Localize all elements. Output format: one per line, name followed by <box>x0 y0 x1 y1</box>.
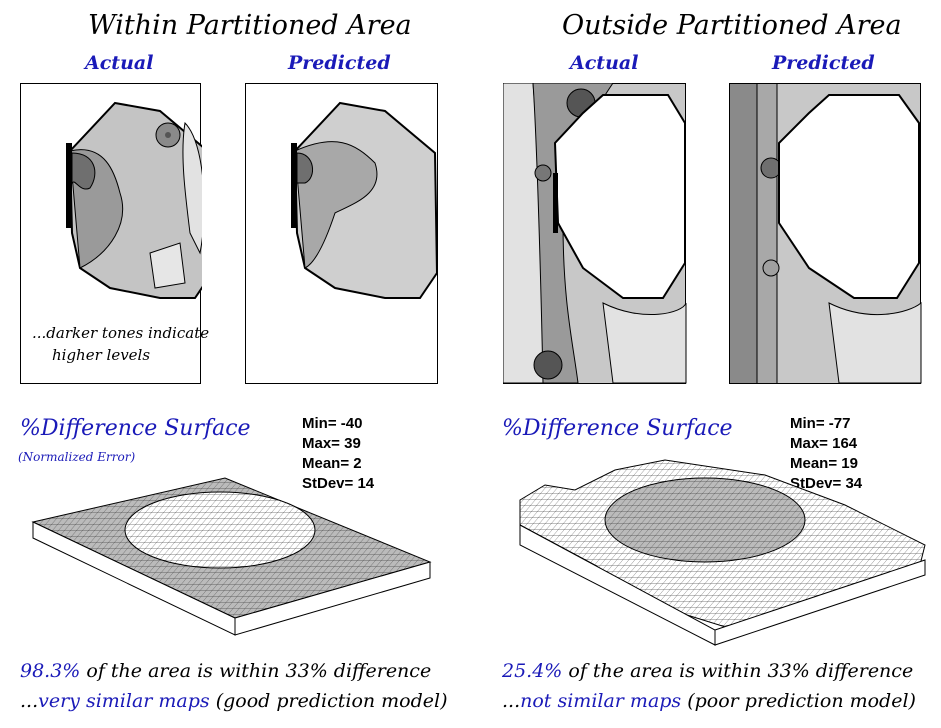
footer-text: of the area is within 33% difference <box>80 660 432 682</box>
surface-plot-outside <box>519 459 926 646</box>
stat-mean: Mean= 19 <box>790 455 858 472</box>
panel-title-outside: Outside Partitioned Area <box>562 10 902 41</box>
surface-plot-within <box>31 477 432 636</box>
note-line-2: higher levels <box>52 346 151 364</box>
stat-min: Min= -40 <box>302 415 363 432</box>
surface-title-outside: %Difference Surface <box>502 416 733 441</box>
footer-pct: 98.3% <box>20 660 81 682</box>
footer-prefix: ... <box>502 690 521 712</box>
footer-line2-outside: ...not similar maps (poor prediction mod… <box>502 690 916 712</box>
stat-min: Min= -77 <box>790 415 851 432</box>
footer-line2-within: ...very similar maps (good prediction mo… <box>20 690 448 712</box>
stats-outside: Min= -77 Max= 164 Mean= 19 StDev= 34 <box>790 414 862 494</box>
map-actual-outside <box>503 83 687 384</box>
footer-line1-within: 98.3% of the area is within 33% differen… <box>20 660 431 682</box>
label-actual-outside: Actual <box>570 52 639 74</box>
footer-line1-outside: 25.4% of the area is within 33% differen… <box>502 660 913 682</box>
map-predicted-within <box>245 83 439 384</box>
footer-highlight: very similar maps <box>38 690 210 712</box>
footer-prefix: ... <box>20 690 39 712</box>
stat-max: Max= 164 <box>790 435 858 452</box>
stat-stdev: StDev= 14 <box>302 475 375 492</box>
stat-mean: Mean= 2 <box>302 455 362 472</box>
note-line-1: ...darker tones indicate <box>32 324 210 342</box>
panel-title-within: Within Partitioned Area <box>88 10 412 41</box>
label-actual-within: Actual <box>85 52 154 74</box>
stat-max: Max= 39 <box>302 435 361 452</box>
surface-subtitle: (Normalized Error) <box>18 450 136 464</box>
footer-text: of the area is within 33% difference <box>562 660 914 682</box>
legend-note: ...darker tones indicate higher levels <box>32 322 209 366</box>
footer-highlight: not similar maps <box>520 690 682 712</box>
stats-within: Min= -40 Max= 39 Mean= 2 StDev= 14 <box>302 414 374 494</box>
footer-rest: (poor prediction model) <box>681 690 916 712</box>
map-actual-within <box>20 83 202 384</box>
stat-stdev: StDev= 34 <box>790 475 863 492</box>
label-predicted-outside: Predicted <box>772 52 875 74</box>
footer-pct: 25.4% <box>502 660 563 682</box>
footer-rest: (good prediction model) <box>209 690 448 712</box>
surface-title-within: %Difference Surface <box>20 416 251 441</box>
label-predicted-within: Predicted <box>288 52 391 74</box>
map-predicted-outside <box>729 83 922 384</box>
